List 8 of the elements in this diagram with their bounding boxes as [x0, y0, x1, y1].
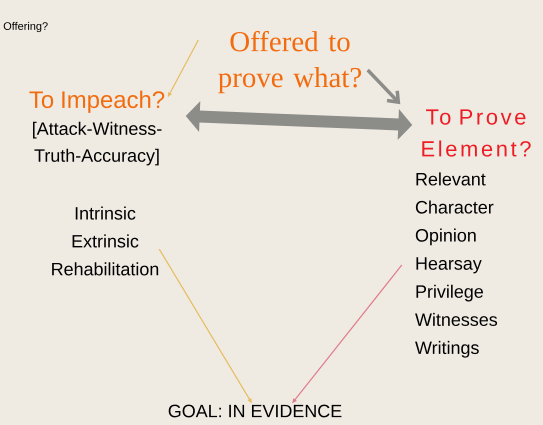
note-text: Offering?	[4, 22, 48, 32]
method-list: Intrinsic Extrinsic Rehabilitation	[52, 206, 158, 276]
question-heading: Offered to prove what?	[218, 30, 362, 94]
goal-text: GOAL: IN EVIDENCE	[168, 404, 342, 418]
element-heading: To Prove Element?	[422, 109, 531, 157]
impeach-text: To Impeach? [Attack-Witness-Truth-Accuracy]	[29, 90, 164, 166]
element-list: Relevant Character Opinion Hearsay Privilege Witnesses Writings	[415, 172, 498, 358]
arrow	[366, 68, 400, 104]
